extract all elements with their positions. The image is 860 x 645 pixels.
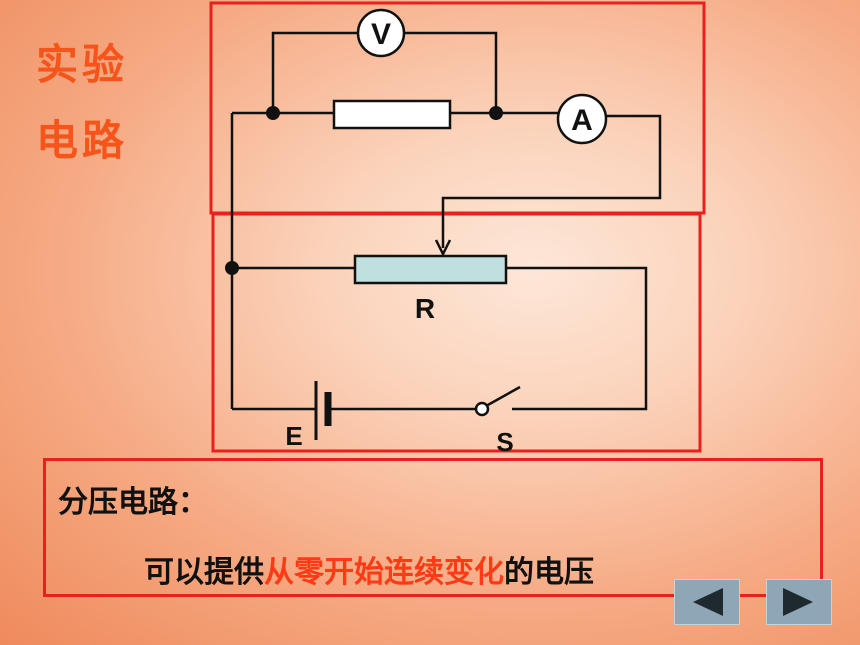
next-slide-button[interactable] bbox=[766, 579, 832, 625]
voltmeter-branch-wire bbox=[271, 31, 358, 113]
switch-lever bbox=[485, 385, 521, 408]
lower-frame bbox=[211, 212, 702, 453]
note-body-highlight: 从零开始连续变化 bbox=[264, 555, 504, 590]
upper-frame bbox=[209, 1, 706, 215]
note-body: 可以提供从零开始连续变化的电压 bbox=[144, 547, 594, 591]
wire-rheostat-right bbox=[506, 266, 648, 411]
junction-node-left bbox=[266, 106, 280, 120]
note-body-suffix: 的电压 bbox=[504, 555, 594, 590]
voltmeter-branch-wire-right bbox=[405, 31, 498, 113]
battery-label: E bbox=[285, 421, 302, 451]
circuit-wires bbox=[230, 31, 662, 411]
switch-label: S bbox=[496, 427, 513, 457]
triangle-right-icon bbox=[783, 588, 813, 616]
title-line-1: 实验 bbox=[36, 40, 129, 89]
voltmeter-label: V bbox=[371, 18, 391, 51]
junction-node-right bbox=[489, 106, 503, 120]
title-line-2: 电路 bbox=[36, 116, 129, 165]
triangle-left-icon bbox=[693, 588, 723, 616]
note-box: 分压电路： 可以提供从零开始连续变化的电压 bbox=[43, 458, 823, 597]
rheostat-symbol bbox=[353, 254, 508, 285]
ammeter-label: A bbox=[571, 104, 593, 137]
switch-pivot bbox=[474, 401, 490, 417]
prev-slide-button[interactable] bbox=[674, 579, 740, 625]
voltmeter-symbol bbox=[356, 8, 406, 58]
wire-ammeter-to-slider bbox=[441, 114, 662, 248]
note-body-prefix: 可以提供 bbox=[144, 555, 264, 590]
rheostat-label: R bbox=[415, 293, 435, 324]
junction-node-rheostat bbox=[225, 261, 239, 275]
resistor-symbol bbox=[332, 99, 452, 130]
slider-arrow-icon bbox=[434, 239, 452, 257]
note-heading: 分压电路： bbox=[58, 485, 208, 520]
ammeter-symbol bbox=[556, 93, 608, 145]
